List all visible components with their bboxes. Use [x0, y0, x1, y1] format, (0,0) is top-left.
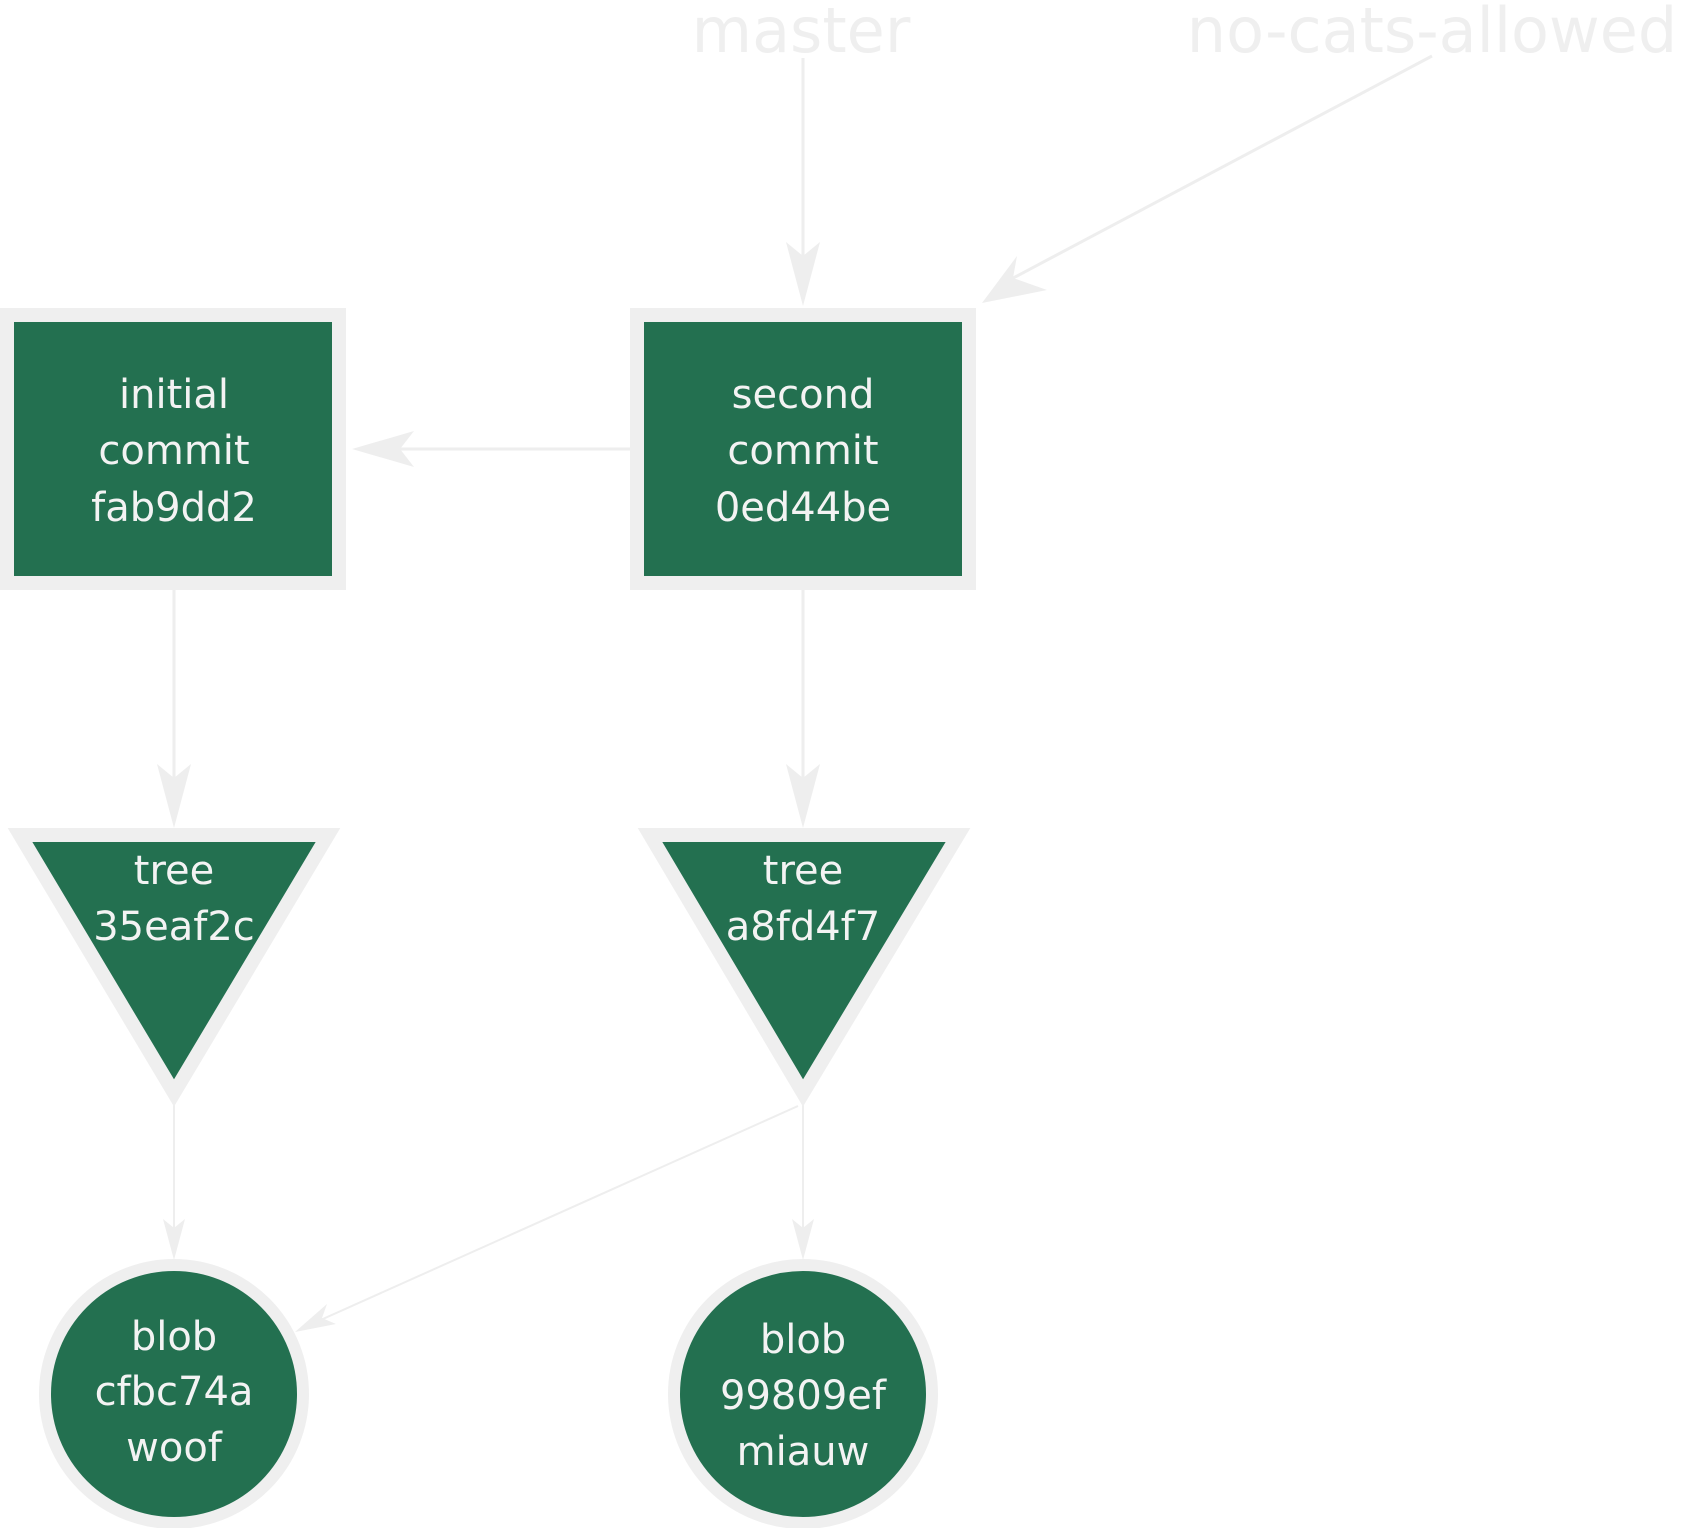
edge-tree-a8fd4f7-to-blob-woof — [295, 1105, 799, 1332]
edge-tree-a8fd4f7-to-blob-miauw — [792, 1105, 814, 1260]
commit-second-hash: 0ed44be — [715, 485, 891, 531]
blob-node-cfbc74a[interactable]: blob cfbc74a woof — [39, 1259, 309, 1528]
ref-label-no-cats-allowed: no-cats-allowed — [1187, 0, 1677, 67]
edge-second-commit-to-tree — [786, 590, 820, 828]
commit-node-initial[interactable]: initial commit fab9dd2 — [0, 308, 346, 590]
blob-99809ef-content: miauw — [737, 1429, 870, 1475]
tree-a8fd4f7-label: tree — [763, 848, 843, 894]
blob-99809ef-label: blob — [760, 1317, 846, 1363]
tree-node-a8fd4f7[interactable]: tree a8fd4f7 — [637, 828, 971, 1107]
edge-second-commit-to-initial-commit — [352, 431, 630, 467]
commit-node-second[interactable]: second commit 0ed44be — [630, 308, 976, 590]
blob-99809ef-hash: 99809ef — [720, 1373, 887, 1419]
edge-no-cats-allowed-to-second-commit — [982, 54, 1433, 303]
blob-cfbc74a-label: blob — [131, 1314, 217, 1360]
edge-master-to-second-commit — [786, 58, 820, 306]
tree-a8fd4f7-hash: a8fd4f7 — [726, 904, 880, 950]
edge-tree-35eaf2c-to-blob-woof — [163, 1105, 185, 1260]
tree-35eaf2c-hash: 35eaf2c — [93, 904, 255, 950]
commit-initial-hash: fab9dd2 — [91, 485, 257, 531]
commit-initial-line1: initial — [119, 372, 229, 418]
tree-35eaf2c-label: tree — [134, 848, 214, 894]
tree-node-35eaf2c[interactable]: tree 35eaf2c — [7, 828, 341, 1107]
commit-second-line2: commit — [727, 428, 878, 474]
blob-cfbc74a-content: woof — [126, 1425, 223, 1471]
ref-label-master: master — [692, 0, 911, 67]
commit-initial-line2: commit — [98, 428, 249, 474]
blob-cfbc74a-hash: cfbc74a — [95, 1369, 254, 1415]
blob-node-99809ef[interactable]: blob 99809ef miauw — [668, 1259, 938, 1528]
edge-initial-commit-to-tree — [157, 590, 191, 828]
commit-second-line1: second — [732, 372, 875, 418]
